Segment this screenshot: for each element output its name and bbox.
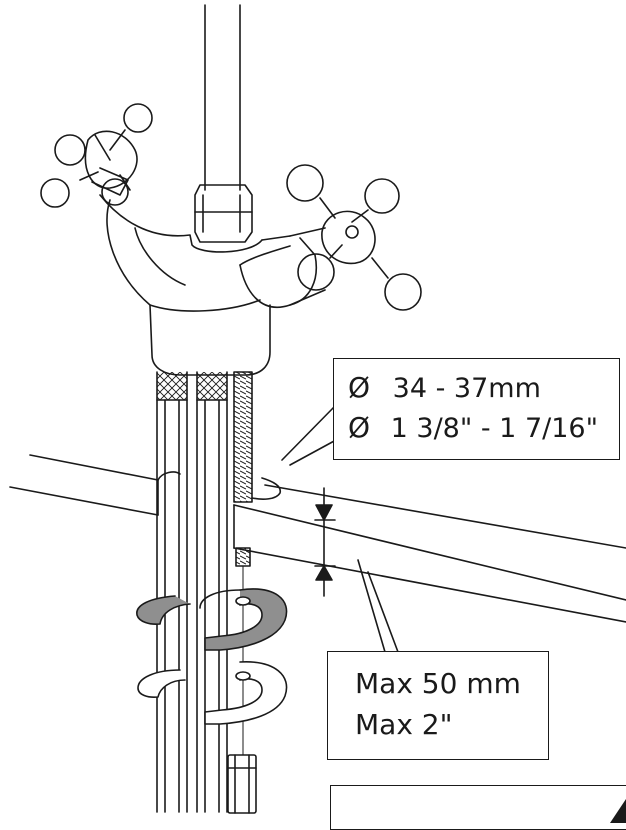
thickness-callout: Max 50 mm Max 2" <box>327 651 549 760</box>
countertop <box>9 454 626 623</box>
hole-leader-b <box>289 439 337 466</box>
threaded-rod <box>233 371 253 761</box>
thickness-dimension <box>314 487 336 597</box>
diameter-symbol: Ø <box>348 411 371 444</box>
thickness-imperial: Max 2" <box>355 708 453 741</box>
hole-diameter-metric-text: 34 - 37mm <box>392 373 541 404</box>
horseshoe-washer-lower <box>137 661 288 725</box>
thickness-leader-b <box>367 571 399 653</box>
cold-water-handle <box>40 103 153 208</box>
hole-diameter-metric: Ø 34 - 37mm <box>348 371 541 404</box>
hole-diameter-imperial: Ø 1 3/8" - 1 7/16" <box>348 411 598 444</box>
flexible-hoses <box>156 371 228 813</box>
thickness-leader-a <box>357 559 386 653</box>
hot-water-handle <box>286 164 422 311</box>
warning-box <box>330 785 626 830</box>
coupling-nut <box>227 754 257 814</box>
spout-pipe <box>204 4 241 191</box>
thickness-metric: Max 50 mm <box>355 667 521 700</box>
horseshoe-washer-upper <box>136 588 288 651</box>
hole-diameter-callout: Ø 34 - 37mm Ø 1 3/8" - 1 7/16" <box>333 358 620 460</box>
hex-nut <box>194 184 253 243</box>
hole-leader-a <box>281 404 337 461</box>
faucet-body <box>99 194 317 376</box>
mounting-hole <box>251 477 282 500</box>
warning-icon <box>610 799 626 823</box>
diameter-symbol: Ø <box>348 371 371 404</box>
hole-diameter-imperial-text: 1 3/8" - 1 7/16" <box>390 413 598 444</box>
